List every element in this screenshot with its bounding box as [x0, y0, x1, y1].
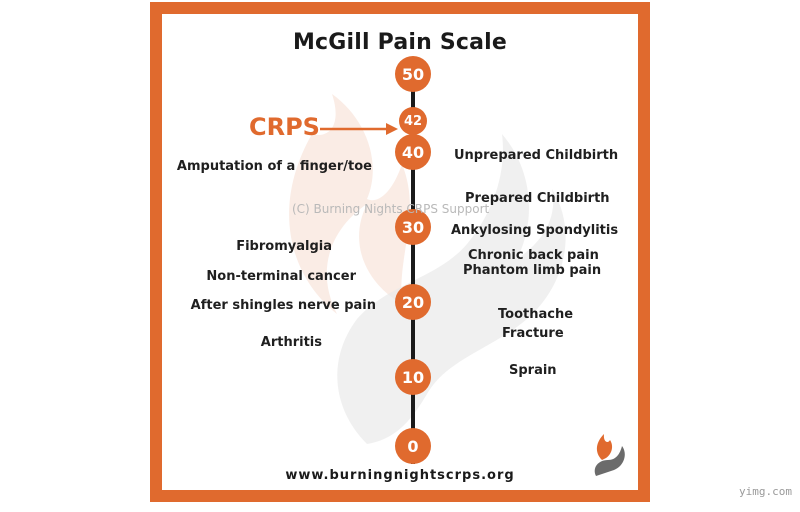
condition-arthritis: Arthritis — [260, 335, 322, 350]
condition-fracture: Fracture — [502, 326, 564, 341]
condition-shingles-nerve-pain: After shingles nerve pain — [190, 298, 376, 313]
scale-tick-40: 40 — [395, 134, 431, 170]
image-credit: yimg.com — [739, 485, 792, 498]
condition-amputation: Amputation of a finger/toe — [176, 159, 372, 174]
condition-phantom-limb-pain: Phantom limb pain — [463, 263, 602, 278]
flame-hand-watermark-graphic — [289, 94, 566, 444]
scale-tick-0: 0 — [395, 428, 431, 464]
page-title: McGill Pain Scale — [292, 30, 508, 55]
condition-fibromyalgia: Fibromyalgia — [236, 239, 332, 254]
condition-prepared-childbirth: Prepared Childbirth — [465, 191, 610, 206]
condition-non-terminal-cancer: Non-terminal cancer — [206, 269, 356, 284]
scale-tick-10: 10 — [395, 359, 431, 395]
condition-sprain: Sprain — [509, 363, 557, 378]
scale-tick-50: 50 — [395, 56, 431, 92]
condition-unprepared-childbirth: Unprepared Childbirth — [454, 148, 619, 163]
poster-panel: McGill Pain Scale 50 42 40 30 20 10 0 CR… — [162, 14, 638, 490]
poster-frame: McGill Pain Scale 50 42 40 30 20 10 0 CR… — [150, 2, 650, 502]
condition-toothache: Toothache — [498, 307, 574, 322]
arrow-right-icon — [320, 123, 398, 135]
flame-hand-logo-icon — [594, 434, 625, 476]
scale-tick-30: 30 — [395, 209, 431, 245]
scale-tick-20: 20 — [395, 284, 431, 320]
condition-ankylosing-spondylitis: Ankylosing Spondylitis — [451, 223, 619, 238]
website-url: www.burningnightscrps.org — [285, 468, 515, 483]
scale-axis-line — [411, 74, 415, 464]
scale-tick-42: 42 — [399, 107, 427, 135]
condition-chronic-back-pain: Chronic back pain — [468, 248, 599, 263]
crps-highlight-label: CRPS — [249, 113, 320, 141]
copyright-watermark: (C) Burning Nights CRPS Support — [292, 202, 490, 216]
